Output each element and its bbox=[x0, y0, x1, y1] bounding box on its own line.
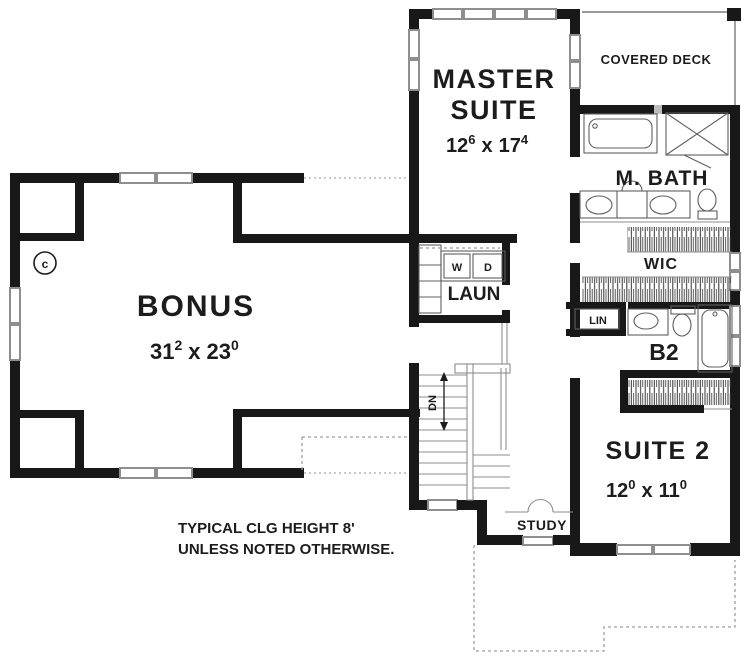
b2-tub bbox=[697, 304, 733, 373]
master-bath-label: M. BATH bbox=[616, 167, 709, 190]
ceiling-marker-letter: c bbox=[42, 257, 49, 271]
stair-center-rail bbox=[466, 363, 474, 501]
master-suite-label-line1: MASTER bbox=[433, 64, 556, 94]
right-wing-walls bbox=[566, 105, 740, 556]
down-arrow bbox=[440, 372, 448, 431]
master-suite-windows bbox=[408, 8, 581, 91]
stair-railing bbox=[500, 323, 508, 450]
master-suite-walls bbox=[409, 9, 580, 510]
bonus-roof-dashed-lines bbox=[301, 177, 420, 474]
stair-treads bbox=[419, 374, 510, 489]
washer-label: W bbox=[452, 262, 463, 274]
note-line1: TYPICAL CLG HEIGHT 8' bbox=[178, 520, 355, 537]
linen-label: LIN bbox=[589, 315, 607, 327]
b2-vanity bbox=[627, 308, 669, 336]
study-arched-opening bbox=[527, 498, 554, 513]
study-label: STUDY bbox=[517, 517, 567, 533]
bonus-room-walls bbox=[10, 173, 517, 478]
master-bath-shower bbox=[665, 112, 729, 169]
b2-toilet bbox=[670, 305, 696, 337]
wic-label: WIC bbox=[644, 256, 678, 273]
closet-rod-hatching bbox=[582, 227, 732, 405]
master-bath-tub bbox=[583, 113, 658, 154]
bonus-label: BONUS bbox=[137, 290, 255, 323]
b2-label: B2 bbox=[649, 339, 678, 365]
master-bath-toilet bbox=[697, 188, 718, 220]
plan-notes: TYPICAL CLG HEIGHT 8' UNLESS NOTED OTHER… bbox=[178, 520, 394, 558]
roof-outline-dashed bbox=[473, 545, 736, 652]
stairs-down-label: DN bbox=[427, 395, 439, 411]
master-bath-vanity bbox=[579, 180, 691, 219]
right-wing-windows bbox=[616, 252, 741, 555]
master-suite-label-line2: SUITE bbox=[450, 95, 537, 125]
laundry-walls bbox=[409, 243, 510, 323]
covered-deck-label: COVERED DECK bbox=[601, 52, 712, 67]
covered-deck-outline bbox=[582, 8, 741, 107]
linen-closet-shelf bbox=[574, 308, 620, 330]
suite2-label: SUITE 2 bbox=[606, 437, 711, 465]
ceiling-fan-symbol: c bbox=[33, 251, 57, 275]
laundry-label: LAUN bbox=[448, 284, 501, 305]
note-line2: UNLESS NOTED OTHERWISE. bbox=[178, 541, 394, 558]
dryer-label: D bbox=[484, 262, 492, 274]
bonus-windows bbox=[9, 172, 193, 479]
study-walls bbox=[409, 498, 580, 546]
laundry-counter bbox=[418, 244, 500, 314]
stairwell bbox=[419, 323, 511, 501]
